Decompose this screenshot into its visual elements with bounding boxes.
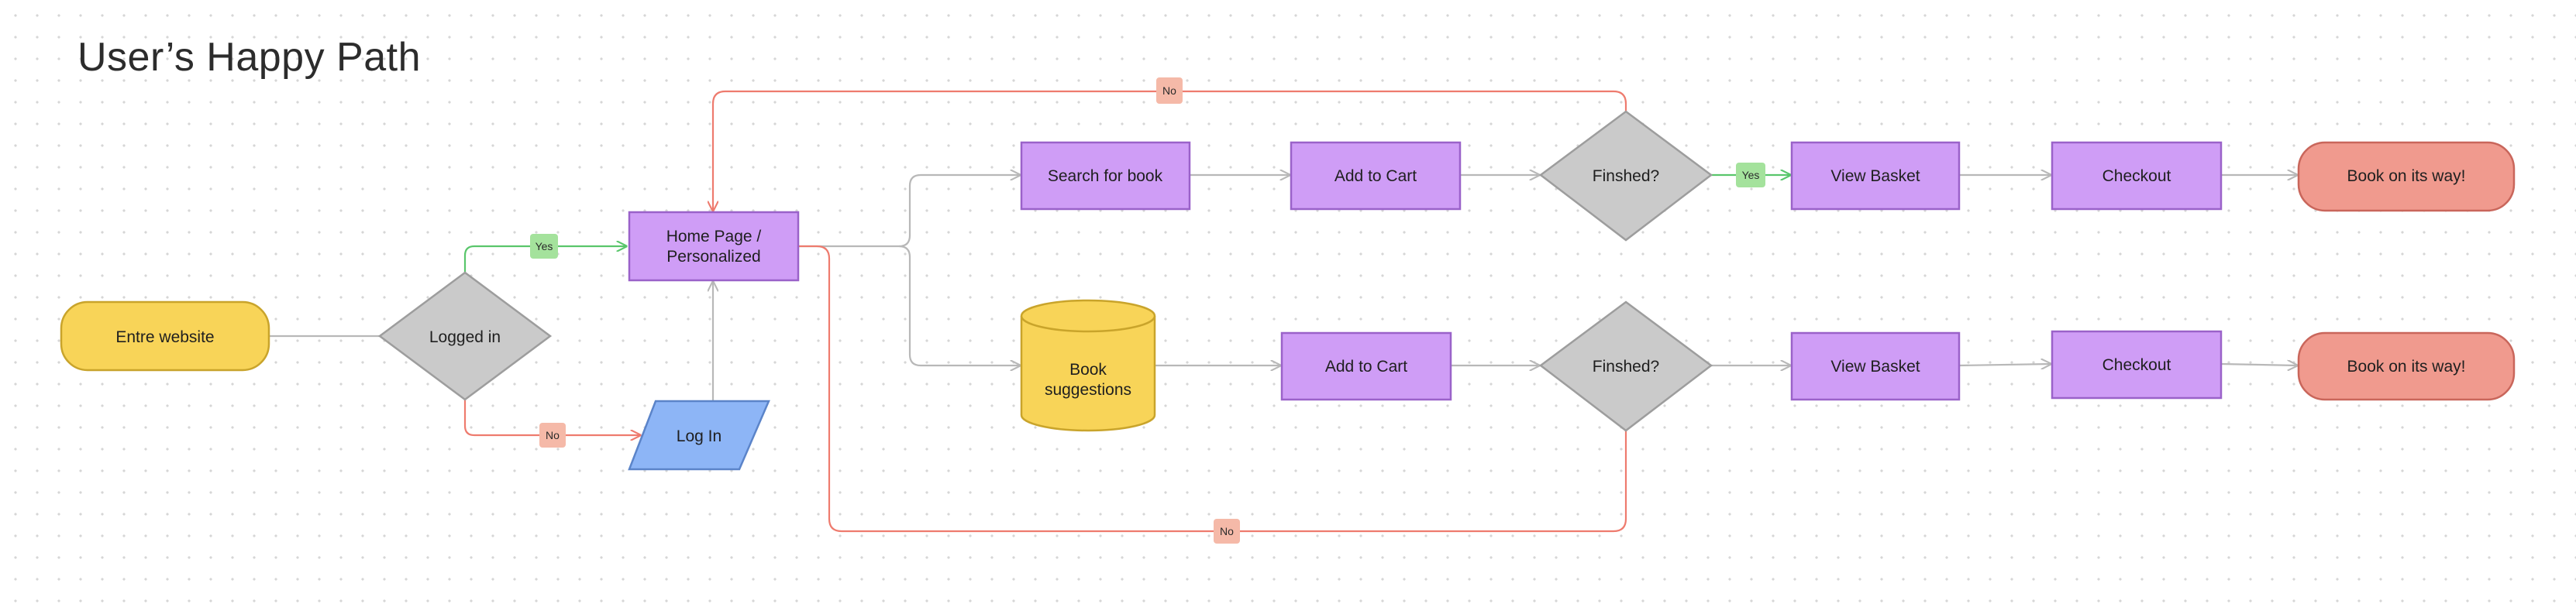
suggestions-database: Book suggestions	[1020, 299, 1156, 432]
end-top-terminal: Book on its way!	[2297, 141, 2516, 212]
svg-text:Entre website: Entre website	[115, 328, 214, 346]
basket-top-process: View Basket	[1790, 141, 1961, 211]
edge-finished-bottom-no	[798, 245, 1627, 533]
svg-text:No: No	[546, 429, 560, 441]
tag-logged-no: No	[539, 423, 566, 448]
edge-checkout-to-end-bottom	[2220, 364, 2297, 365]
edge-home-to-search	[798, 175, 1020, 248]
edge-logged-in-no	[463, 400, 640, 435]
checkout-bottom-process: Checkout	[2051, 330, 2223, 400]
add-cart-top-process: Add to Cart	[1290, 141, 1462, 211]
svg-text:No: No	[1220, 525, 1234, 537]
svg-text:suggestions: suggestions	[1045, 381, 1131, 399]
svg-text:Checkout: Checkout	[2102, 356, 2171, 374]
start-terminal: Entre website	[60, 300, 270, 372]
edge-home-to-suggestions	[898, 245, 1020, 365]
search-process: Search for book	[1020, 141, 1191, 211]
logged-in-decision: Logged in	[377, 271, 553, 401]
svg-text:Finshed?: Finshed?	[1593, 167, 1659, 185]
svg-text:Book on its way!: Book on its way!	[2347, 358, 2466, 376]
finished-bottom-decision: Finshed?	[1538, 300, 1713, 432]
finished-top-decision: Finshed?	[1538, 110, 1713, 242]
diagram-title: User’s Happy Path	[77, 35, 422, 80]
login-io: Log In	[628, 400, 770, 471]
svg-text:Home Page /: Home Page /	[666, 228, 762, 245]
svg-text:Log In: Log In	[677, 427, 721, 445]
svg-text:View Basket: View Basket	[1830, 167, 1920, 185]
svg-text:Personalized: Personalized	[666, 248, 760, 266]
home-process: Home Page / Personalized	[628, 211, 800, 282]
svg-text:Checkout: Checkout	[2102, 167, 2171, 185]
end-bottom-terminal: Book on its way!	[2297, 331, 2516, 401]
checkout-top-process: Checkout	[2051, 141, 2223, 211]
edge-logged-in-yes	[463, 246, 626, 273]
svg-text:Yes: Yes	[536, 240, 553, 252]
svg-text:Finshed?: Finshed?	[1593, 358, 1659, 376]
edge-basket-to-checkout-bottom	[1958, 364, 2051, 365]
svg-text:Book: Book	[1069, 361, 1107, 379]
svg-text:Search for book: Search for book	[1048, 167, 1163, 185]
svg-text:View Basket: View Basket	[1830, 358, 1920, 376]
tag-finished-top-yes: Yes	[1736, 163, 1765, 187]
svg-text:Logged in: Logged in	[429, 328, 501, 346]
svg-text:Add to Cart: Add to Cart	[1334, 167, 1417, 185]
svg-text:No: No	[1162, 84, 1176, 97]
tag-finished-bottom-no: No	[1214, 519, 1240, 544]
tag-finished-top-no: No	[1156, 77, 1183, 104]
svg-text:Yes: Yes	[1742, 169, 1760, 181]
svg-text:Book on its way!: Book on its way!	[2347, 167, 2466, 185]
tag-logged-yes: Yes	[530, 234, 558, 259]
svg-text:Add to Cart: Add to Cart	[1325, 358, 1407, 376]
add-cart-bottom-process: Add to Cart	[1280, 331, 1452, 401]
basket-bottom-process: View Basket	[1790, 331, 1961, 401]
